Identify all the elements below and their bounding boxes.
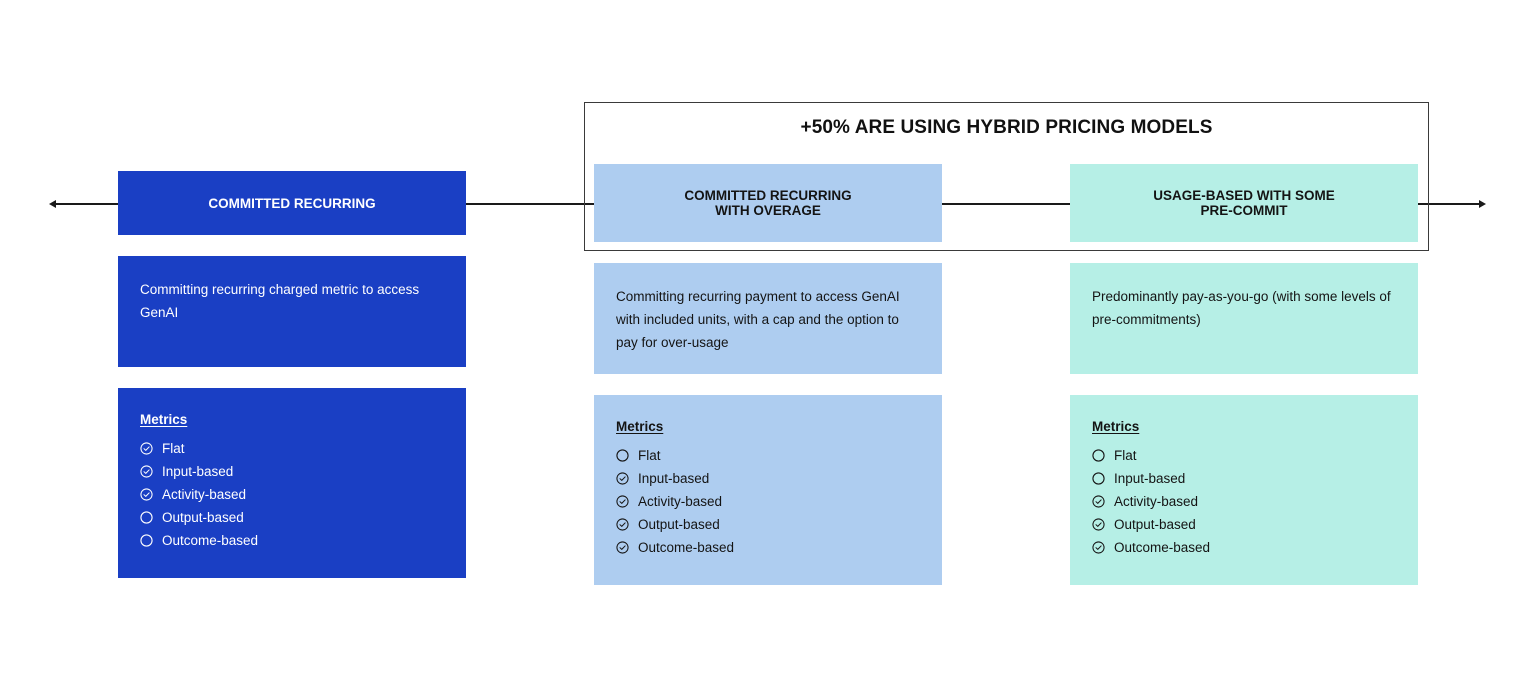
description-text: Committing recurring charged metric to a… <box>140 282 420 320</box>
metrics-heading: Metrics <box>616 419 664 434</box>
model-title-line2: WITH OVERAGE <box>715 203 821 218</box>
metric-item: Input-based <box>140 460 444 483</box>
check-circle-icon <box>616 541 629 554</box>
metric-label: Activity-based <box>1114 494 1199 509</box>
model-header-committed-overage: COMMITTED RECURRING WITH OVERAGE <box>594 164 942 242</box>
model-header-usage-precommit: USAGE-BASED WITH SOME PRE-COMMIT <box>1070 164 1418 242</box>
metric-label: Output-based <box>1114 517 1196 532</box>
arrow-right-icon <box>1479 200 1486 208</box>
model-description-committed-recurring: Committing recurring charged metric to a… <box>118 256 466 367</box>
empty-circle-icon <box>140 534 153 547</box>
empty-circle-icon <box>616 449 629 462</box>
description-text: Committing recurring payment to access G… <box>616 289 900 350</box>
description-text: Predominantly pay-as-you-go (with some l… <box>1092 289 1391 327</box>
check-circle-icon <box>1092 518 1105 531</box>
model-description-committed-overage: Committing recurring payment to access G… <box>594 263 942 374</box>
metric-item: Activity-based <box>1092 490 1396 513</box>
hybrid-models-frame <box>584 102 1429 251</box>
empty-circle-icon <box>1092 449 1105 462</box>
check-circle-icon <box>1092 541 1105 554</box>
metric-label: Input-based <box>1114 471 1186 486</box>
model-title-line1: COMMITTED RECURRING <box>684 188 852 203</box>
check-circle-icon <box>140 465 153 478</box>
metric-label: Input-based <box>638 471 710 486</box>
metrics-heading: Metrics <box>140 412 188 427</box>
metric-label: Outcome-based <box>638 540 735 555</box>
metric-item: Flat <box>1092 444 1396 467</box>
metric-item: Activity-based <box>140 483 444 506</box>
metric-label: Outcome-based <box>162 533 259 548</box>
check-circle-icon <box>140 442 153 455</box>
metric-item: Input-based <box>616 467 920 490</box>
metric-item: Activity-based <box>616 490 920 513</box>
model-title-line1: USAGE-BASED WITH SOME <box>1153 188 1335 203</box>
metric-label: Output-based <box>162 510 244 525</box>
metric-item: Outcome-based <box>140 529 444 552</box>
model-title: COMMITTED RECURRING <box>208 195 376 211</box>
metric-label: Flat <box>638 448 661 463</box>
metric-item: Flat <box>616 444 920 467</box>
metric-label: Input-based <box>162 464 234 479</box>
check-circle-icon <box>140 488 153 501</box>
check-circle-icon <box>616 472 629 485</box>
metric-item: Output-based <box>1092 513 1396 536</box>
arrow-left-icon <box>49 200 56 208</box>
metric-item: Output-based <box>616 513 920 536</box>
model-description-usage-precommit: Predominantly pay-as-you-go (with some l… <box>1070 263 1418 374</box>
model-title-line2: PRE-COMMIT <box>1200 203 1288 218</box>
model-title: USAGE-BASED WITH SOME PRE-COMMIT <box>1153 188 1335 218</box>
check-circle-icon <box>616 518 629 531</box>
metric-label: Flat <box>1114 448 1137 463</box>
check-circle-icon <box>1092 495 1105 508</box>
metric-item: Outcome-based <box>1092 536 1396 559</box>
metric-label: Activity-based <box>162 487 247 502</box>
check-circle-icon <box>616 495 629 508</box>
metric-item: Output-based <box>140 506 444 529</box>
metric-item: Flat <box>140 437 444 460</box>
metric-item: Outcome-based <box>616 536 920 559</box>
metric-label: Output-based <box>638 517 720 532</box>
model-title: COMMITTED RECURRING WITH OVERAGE <box>684 188 851 218</box>
metrics-heading: Metrics <box>1092 419 1140 434</box>
metric-label: Flat <box>162 441 185 456</box>
model-header-committed-recurring: COMMITTED RECURRING <box>118 171 466 235</box>
hybrid-models-title: +50% ARE USING HYBRID PRICING MODELS <box>800 117 1213 138</box>
metric-label: Outcome-based <box>1114 540 1211 555</box>
metric-label: Activity-based <box>638 494 723 509</box>
empty-circle-icon <box>140 511 153 524</box>
empty-circle-icon <box>1092 472 1105 485</box>
metric-item: Input-based <box>1092 467 1396 490</box>
